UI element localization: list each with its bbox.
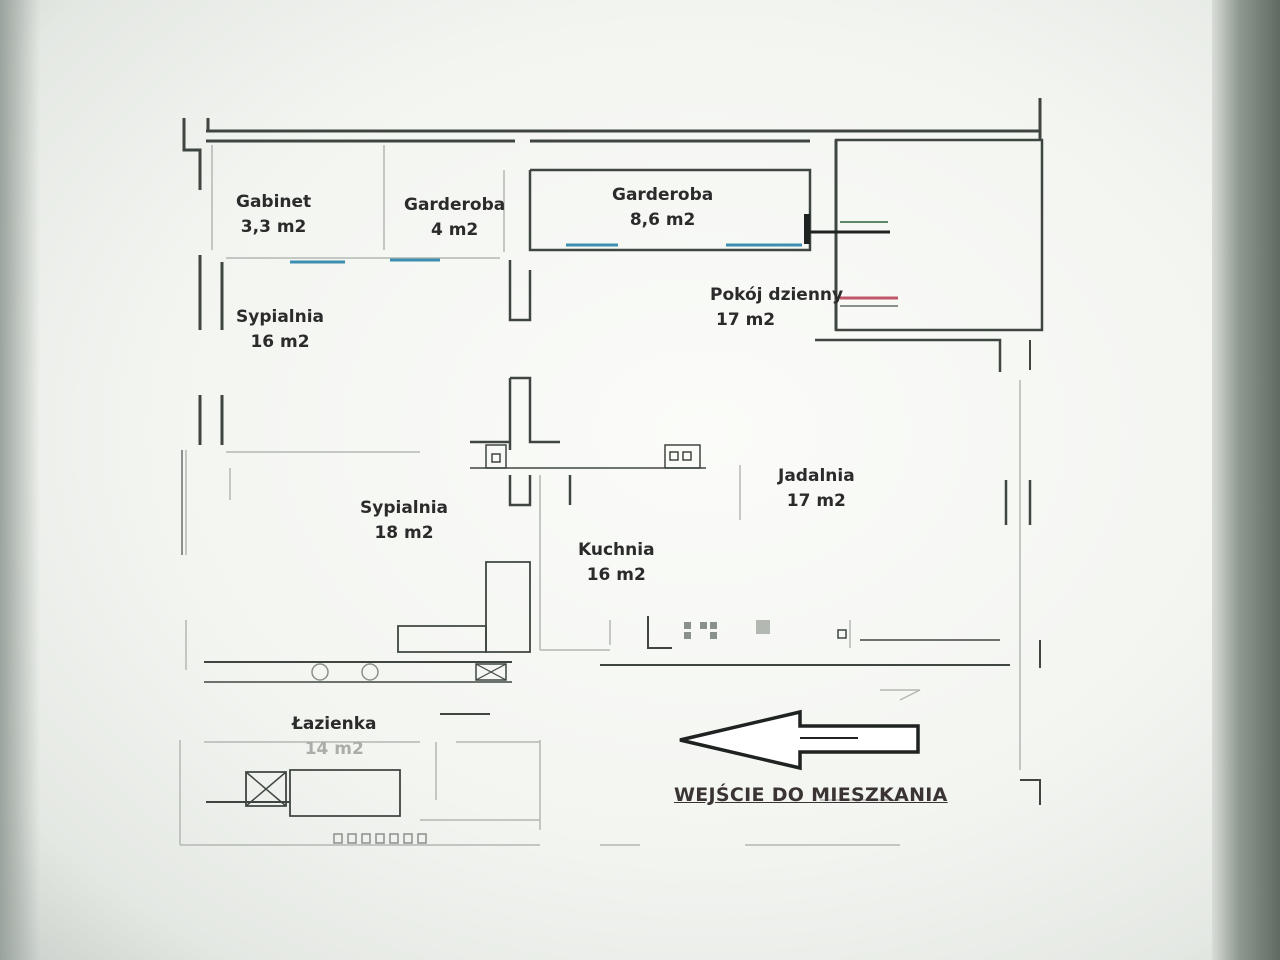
room-name: Garderoba xyxy=(404,195,506,215)
room-gabinet: Gabinet 3,3 m2 xyxy=(236,190,311,240)
faint-lines xyxy=(179,145,1021,846)
room-name: Łazienka xyxy=(292,714,377,734)
windows xyxy=(290,243,802,264)
room-area: 16 m2 xyxy=(586,565,646,585)
room-garderoba-large: Garderoba 8,6 m2 xyxy=(612,183,713,233)
internal-walls xyxy=(204,168,1010,817)
room-area: 17 m2 xyxy=(786,491,846,511)
room-garderoba-small: Garderoba 4 m2 xyxy=(404,193,505,243)
room-area: 4 m2 xyxy=(430,220,479,240)
room-kuchnia: Kuchnia 16 m2 xyxy=(578,538,655,588)
room-name: Jadalnia xyxy=(778,466,855,486)
entry-door-marks xyxy=(804,214,898,307)
room-jadalnia: Jadalnia 17 m2 xyxy=(778,464,855,514)
room-name: Kuchnia xyxy=(578,540,655,560)
entrance-label: WEJŚCIE DO MIESZKANIA xyxy=(674,784,948,806)
room-lazienka: Łazienka 14 m2 xyxy=(292,712,377,762)
room-area: 3,3 m2 xyxy=(240,217,307,237)
room-area: 16 m2 xyxy=(250,332,310,352)
screen-edge-shadow xyxy=(0,0,40,960)
room-name: Sypialnia xyxy=(360,498,449,518)
room-sypialnia-18: Sypialnia 18 m2 xyxy=(360,496,448,546)
radiator xyxy=(311,663,427,844)
room-area: 14 m2 xyxy=(304,739,364,759)
room-name: Garderoba xyxy=(612,185,714,205)
room-area: 18 m2 xyxy=(374,523,434,543)
screen-bezel xyxy=(1212,0,1280,960)
room-sypialnia-16: Sypialnia 16 m2 xyxy=(236,305,324,355)
kitchen-appliances xyxy=(491,451,847,639)
room-pokoj-dzienny: Pokój dzienny 17 m2 xyxy=(710,283,843,333)
room-area: 17 m2 xyxy=(716,310,776,330)
room-name: Sypialnia xyxy=(236,307,325,327)
room-area: 8,6 m2 xyxy=(629,210,696,230)
entrance-arrow-icon xyxy=(679,709,920,771)
room-name: Pokój dzienny xyxy=(710,285,844,305)
outer-walls xyxy=(181,98,1044,805)
room-name: Gabinet xyxy=(236,192,312,212)
